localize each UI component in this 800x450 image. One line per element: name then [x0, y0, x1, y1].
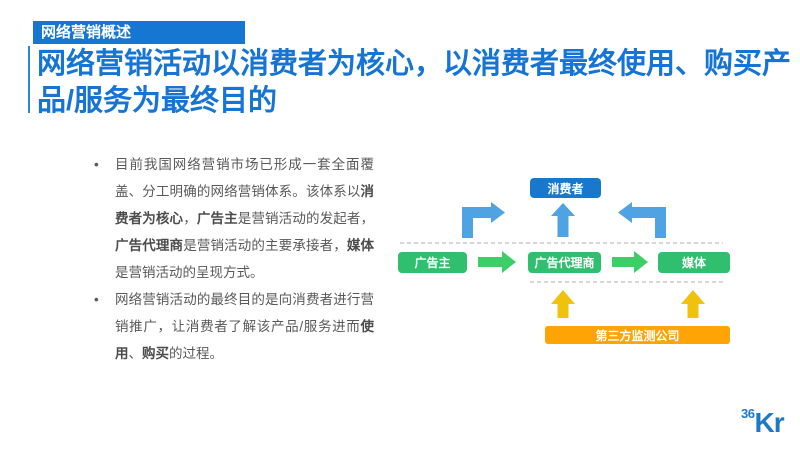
arrow-advertiser-to-agency [478, 251, 516, 273]
page-title: 网络营销活动以消费者为核心，以消费者最终使用、购买产 品/服务为最终目的 [37, 46, 791, 120]
bullet-item-2: • 网络营销活动的最终目的是向消费者进行营销推广，让消费者了解该产品/服务进而使… [90, 286, 374, 367]
arrow-agency-to-media [612, 251, 648, 273]
arrow-advertiser-to-consumer [462, 202, 505, 238]
bullet-item-1: • 目前我国网络营销市场已形成一套全面覆盖、分工明确的网络营销体系。该体系以消费… [90, 151, 374, 286]
arrow-media-to-consumer [618, 202, 666, 238]
bullet-marker: • [94, 292, 99, 307]
logo-36kr: 36Kr [741, 406, 785, 439]
title-line-2: 品/服务为最终目的 [37, 85, 278, 117]
bullet-list: • 目前我国网络营销市场已形成一套全面覆盖、分工明确的网络营销体系。该体系以消费… [90, 151, 374, 367]
title-line-1: 网络营销活动以消费者为核心，以消费者最终使用、购买产 [37, 48, 792, 80]
title-accent-line [28, 46, 30, 113]
diagram-arrows-layer [400, 202, 723, 318]
node-agency: 广告代理商 [528, 252, 601, 273]
logo-36: 36 [741, 406, 755, 421]
bullet-text-1: 目前我国网络营销市场已形成一套全面覆盖、分工明确的网络营销体系。该体系以消费者为… [115, 157, 375, 280]
section-badge: 网络营销概述 [33, 21, 245, 44]
node-consumer: 消费者 [530, 178, 601, 198]
node-media: 媒体 [658, 252, 730, 273]
node-advertiser: 广告主 [398, 252, 467, 273]
bullet-text-2: 网络营销活动的最终目的是向消费者进行营销推广，让消费者了解该产品/服务进而使用、… [115, 292, 374, 361]
node-third-party-monitor: 第三方监测公司 [545, 326, 730, 344]
arrow-agency-to-consumer [551, 203, 575, 237]
logo-kr: Kr [754, 407, 784, 438]
arrow-monitor-to-agency [551, 290, 575, 318]
bullet-marker: • [94, 157, 99, 172]
marketing-flow-diagram: 消费者 广告主 广告代理商 媒体 第三方监测公司 [390, 160, 760, 360]
arrow-monitor-to-media [681, 290, 705, 318]
